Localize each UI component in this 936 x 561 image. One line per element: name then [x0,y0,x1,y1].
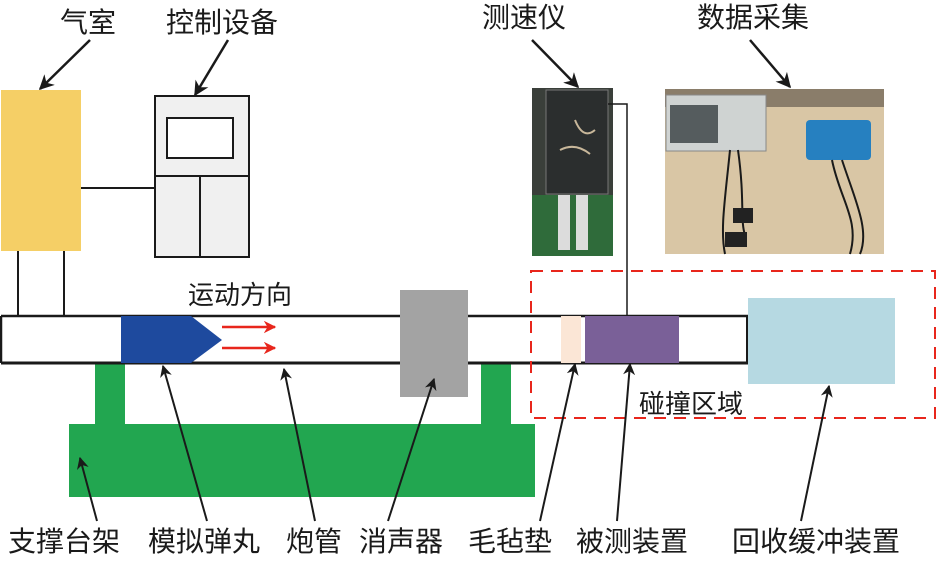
label-collision-zone: 碰撞区域 [639,390,743,420]
device-under-test [585,316,679,363]
label-motion-direction: 运动方向 [188,281,292,311]
pointer-arrow [800,384,833,522]
projectile [121,316,222,363]
label-data-acquisition: 数据采集 [697,1,809,34]
pointer-arrow [77,456,98,522]
pointer-arrow [387,377,437,522]
label-recovery-buffer: 回收缓冲装置 [732,525,900,558]
recovery-buffer [748,298,895,384]
label-air-chamber: 气室 [60,6,116,39]
air-chamber [1,90,81,251]
pointer-arrow [531,39,580,89]
control-device [154,95,250,258]
felt-pad [561,316,581,363]
pointer-arrow [38,39,91,91]
label-control-device: 控制设备 [166,6,278,39]
label-velocimeter: 测速仪 [482,1,566,34]
pointer-arrow [160,364,208,522]
velocimeter-photo [532,88,613,256]
pointer-arrow [193,39,230,97]
pointer-arrow [539,362,579,522]
data-acquisition-photo [665,89,884,255]
pointer-arrow [616,362,636,522]
label-support-frame: 支撑台架 [8,525,120,558]
pointer-arrow [749,39,791,89]
label-felt-pad: 毛毡垫 [468,525,552,558]
label-device-under-test: 被测装置 [576,525,688,558]
label-gun-barrel: 炮管 [286,525,342,558]
label-silencer: 消声器 [359,525,443,558]
pointer-arrow [280,367,316,522]
collision-zone [530,270,936,419]
label-projectile: 模拟弹丸 [148,525,260,558]
support-frame [69,362,535,497]
